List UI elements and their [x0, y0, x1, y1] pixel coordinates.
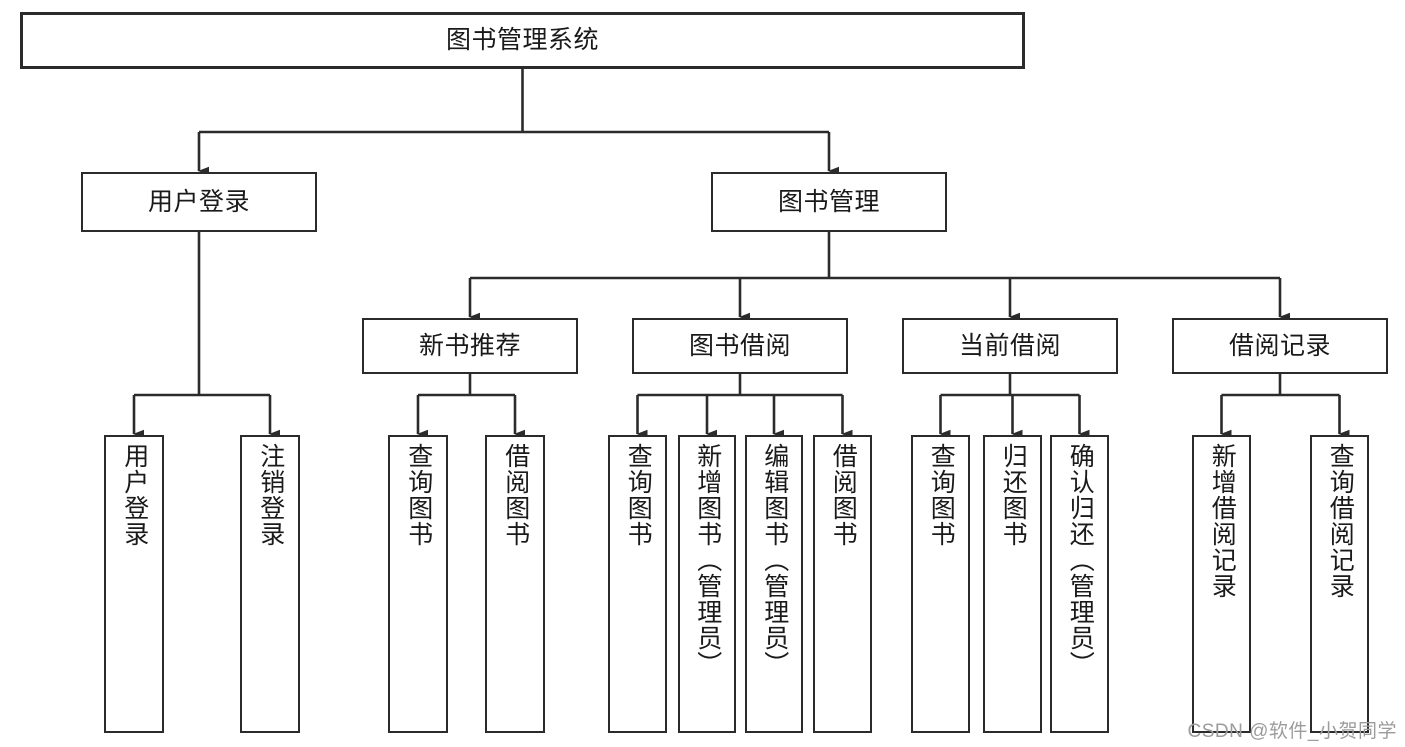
- node-leaf_query_book_rec[interactable]: 查询图书: [388, 435, 448, 733]
- node-label: 图书借阅: [688, 331, 791, 360]
- node-leaf_borrow_book_rec[interactable]: 借阅图书: [485, 435, 545, 733]
- node-label: 新书推荐: [418, 331, 521, 360]
- node-root[interactable]: 图书管理系统: [20, 12, 1025, 69]
- node-label: 查询借阅记录: [1326, 443, 1355, 599]
- node-user_login[interactable]: 用户登录: [81, 172, 317, 232]
- node-label: 查询图书: [624, 443, 653, 547]
- node-leaf_query_book_b[interactable]: 查询图书: [608, 435, 667, 733]
- node-label: 借阅图书: [501, 443, 530, 547]
- node-leaf_user_login[interactable]: 用户登录: [104, 435, 164, 733]
- node-label: 注销登录: [256, 443, 285, 547]
- node-leaf_add_record[interactable]: 新增借阅记录: [1192, 435, 1251, 733]
- node-label: 图书管理系统: [445, 26, 599, 55]
- node-label: 归还图书: [999, 443, 1028, 547]
- node-current_borrow[interactable]: 当前借阅: [902, 318, 1118, 374]
- node-leaf_return_book[interactable]: 归还图书: [983, 435, 1042, 733]
- node-leaf_edit_book[interactable]: 编辑图书（管理员）: [745, 435, 803, 733]
- node-label: 用户登录: [147, 187, 250, 216]
- node-label: 新增借阅记录: [1208, 443, 1237, 599]
- node-leaf_borrow_book_b[interactable]: 借阅图书: [813, 435, 872, 733]
- node-label: 用户登录: [120, 443, 149, 547]
- node-leaf_add_book[interactable]: 新增图书（管理员）: [678, 435, 736, 733]
- node-new_book_rec[interactable]: 新书推荐: [362, 318, 578, 374]
- node-borrow_record[interactable]: 借阅记录: [1172, 318, 1388, 374]
- node-label: 借阅图书: [829, 443, 858, 547]
- node-book_borrow[interactable]: 图书借阅: [632, 318, 848, 374]
- node-leaf_query_record[interactable]: 查询借阅记录: [1310, 435, 1369, 733]
- node-label: 查询图书: [927, 443, 956, 547]
- csdn-watermark: CSDN @软件_小贺同学: [1187, 721, 1397, 742]
- node-label: 查询图书: [404, 443, 433, 547]
- node-leaf_confirm_return[interactable]: 确认归还（管理员）: [1050, 435, 1109, 733]
- node-label: 编辑图书（管理员）: [760, 443, 789, 677]
- node-label: 图书管理: [777, 187, 880, 216]
- node-leaf_query_book_c[interactable]: 查询图书: [911, 435, 970, 733]
- node-leaf_logout[interactable]: 注销登录: [240, 435, 300, 733]
- node-label: 借阅记录: [1228, 331, 1331, 360]
- node-label: 新增图书（管理员）: [693, 443, 722, 677]
- node-label: 当前借阅: [958, 331, 1061, 360]
- node-book_manage[interactable]: 图书管理: [711, 172, 947, 232]
- node-label: 确认归还（管理员）: [1066, 443, 1095, 677]
